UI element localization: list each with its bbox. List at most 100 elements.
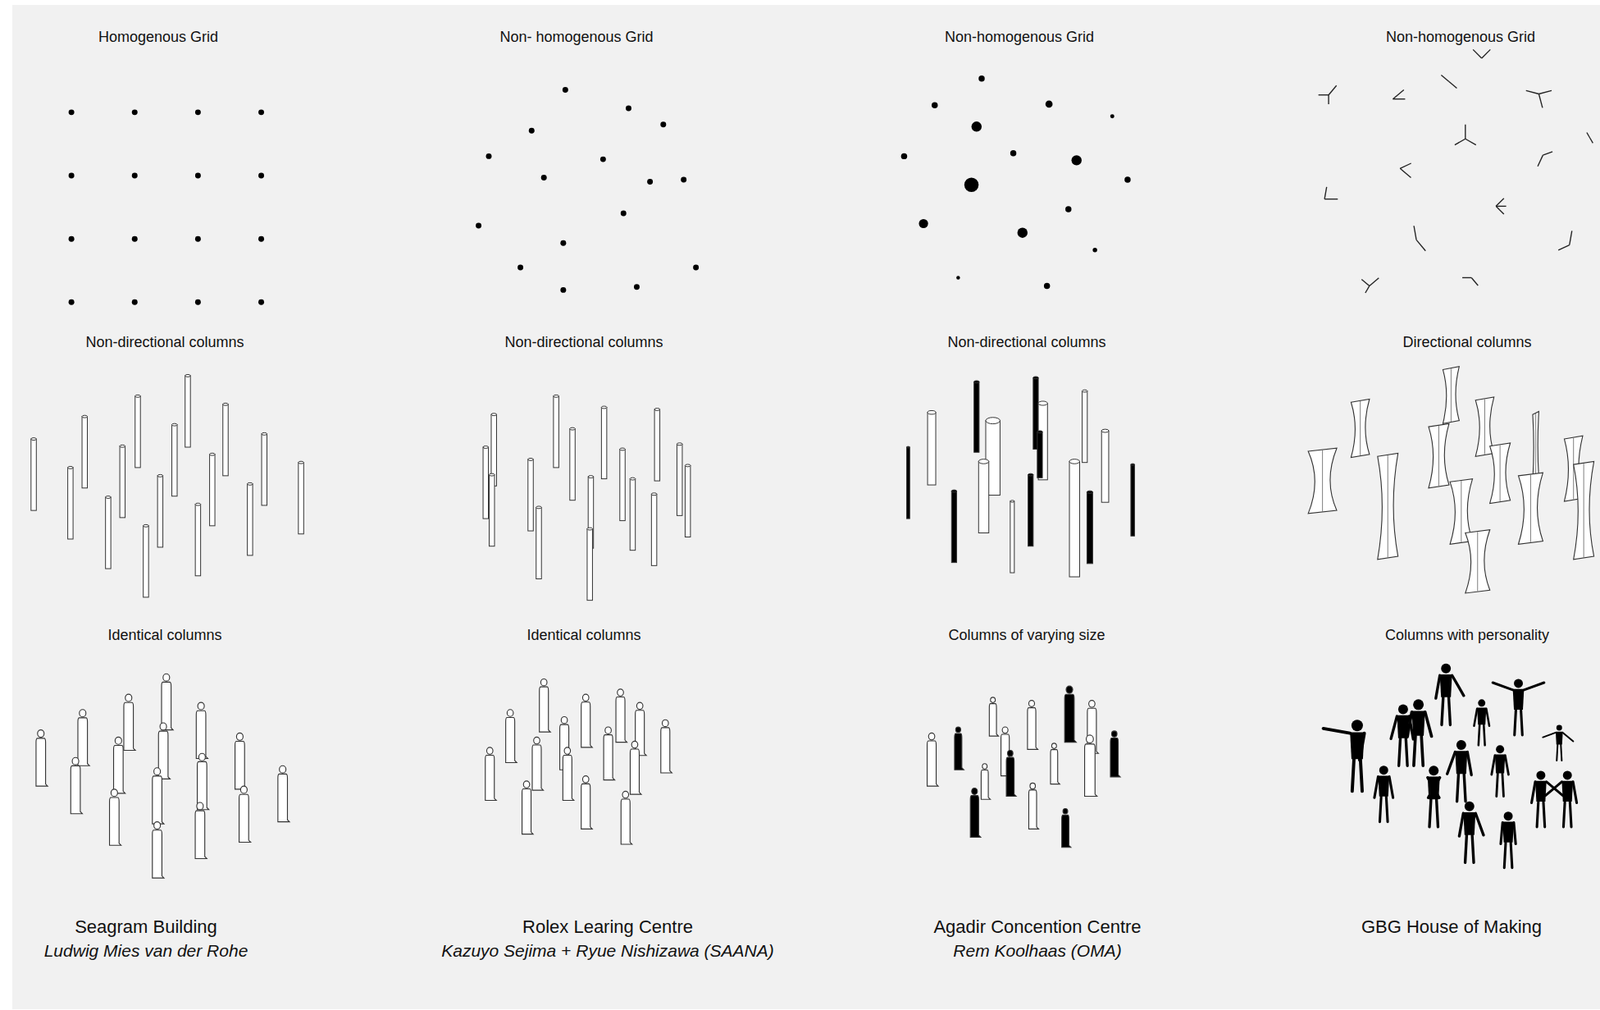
figure-body bbox=[620, 798, 632, 844]
figure-head bbox=[582, 693, 589, 701]
figure-head bbox=[1089, 700, 1096, 707]
column-top bbox=[195, 502, 201, 506]
grid-point bbox=[132, 299, 138, 306]
directional-mark bbox=[1392, 98, 1405, 100]
grid-point bbox=[680, 177, 687, 183]
column bbox=[247, 482, 253, 556]
person-limb bbox=[1536, 801, 1539, 827]
person-limb bbox=[1563, 801, 1565, 827]
column-edge bbox=[1572, 437, 1574, 500]
directional-mark bbox=[1495, 205, 1506, 207]
column-top bbox=[985, 417, 1000, 424]
grid-point bbox=[964, 177, 979, 192]
figure-head bbox=[1086, 734, 1095, 744]
person-limb bbox=[1478, 724, 1480, 745]
person-limb bbox=[1427, 777, 1440, 798]
grid-point bbox=[475, 223, 482, 229]
column bbox=[143, 524, 149, 598]
row-label: Identical columns bbox=[526, 626, 641, 644]
figure-body bbox=[239, 793, 251, 842]
column bbox=[298, 460, 304, 534]
figure-head bbox=[523, 780, 530, 788]
column-top bbox=[143, 524, 149, 527]
person-limb bbox=[1405, 738, 1408, 766]
figure-body bbox=[1050, 749, 1060, 785]
grid-point bbox=[562, 86, 569, 93]
figure-head bbox=[79, 709, 87, 717]
figure-body bbox=[485, 754, 497, 800]
figure-head bbox=[236, 732, 243, 740]
person-head bbox=[1398, 704, 1409, 715]
figure-head bbox=[198, 752, 206, 761]
column bbox=[1101, 428, 1109, 502]
figure-body bbox=[989, 703, 999, 737]
grid-point bbox=[956, 275, 960, 279]
person-silhouette bbox=[1542, 724, 1573, 761]
figure-head bbox=[486, 747, 493, 754]
column-top bbox=[31, 437, 37, 441]
figure-body bbox=[954, 733, 964, 770]
row-label: Directional columns bbox=[1402, 333, 1532, 351]
column-top bbox=[489, 473, 495, 476]
column-top bbox=[1037, 430, 1043, 434]
column-top bbox=[209, 452, 215, 456]
figure-body bbox=[36, 738, 48, 786]
figure-head bbox=[955, 726, 961, 733]
figure-body bbox=[539, 686, 551, 732]
column-top bbox=[68, 465, 73, 469]
column bbox=[587, 527, 593, 601]
figure-head bbox=[564, 747, 571, 754]
column-shaft bbox=[82, 416, 87, 488]
figure-body bbox=[1062, 814, 1072, 848]
column-top bbox=[927, 410, 936, 414]
person-limb bbox=[1556, 743, 1558, 761]
figure-head bbox=[1030, 782, 1036, 789]
figure-body bbox=[77, 717, 90, 766]
person-silhouette bbox=[1473, 698, 1490, 745]
grid-point bbox=[901, 153, 908, 160]
column-shaft bbox=[143, 525, 149, 598]
figure-head bbox=[605, 726, 612, 734]
person-head bbox=[1504, 811, 1514, 821]
column-shaft bbox=[195, 504, 201, 576]
column-top bbox=[1101, 428, 1109, 433]
directional-column bbox=[1532, 410, 1539, 481]
grid-point bbox=[195, 173, 201, 179]
directional-mark bbox=[1464, 124, 1466, 139]
person-limb bbox=[1543, 801, 1546, 827]
figure-head bbox=[560, 715, 568, 723]
person-head bbox=[1464, 801, 1475, 812]
column-top bbox=[651, 492, 657, 496]
person-limb bbox=[1523, 682, 1544, 690]
person-limb bbox=[1542, 732, 1556, 738]
directional-mark bbox=[1449, 82, 1458, 89]
figure-head bbox=[631, 740, 639, 748]
person-silhouette bbox=[1447, 739, 1473, 802]
column-shaft bbox=[676, 443, 682, 516]
column bbox=[209, 452, 215, 526]
person-limb bbox=[1436, 798, 1439, 827]
person-limb bbox=[1475, 812, 1484, 835]
column-shaft bbox=[684, 464, 690, 537]
column bbox=[82, 414, 87, 488]
figure-body bbox=[505, 716, 517, 762]
directional-mark bbox=[1399, 168, 1411, 178]
directional-mark bbox=[1481, 49, 1491, 59]
figure-head bbox=[617, 688, 625, 696]
column bbox=[569, 427, 575, 501]
person-limb bbox=[1359, 733, 1365, 761]
figure-head bbox=[982, 763, 988, 769]
column-shaft bbox=[1037, 431, 1043, 478]
directional-mark bbox=[1472, 49, 1482, 59]
grid-point bbox=[68, 236, 75, 242]
column-top bbox=[172, 423, 178, 426]
column bbox=[927, 410, 936, 485]
grid-point bbox=[625, 104, 632, 111]
figure-body bbox=[1028, 789, 1039, 829]
person-limb bbox=[1323, 728, 1351, 734]
directional-column bbox=[1518, 472, 1544, 544]
column-top bbox=[1010, 500, 1015, 502]
figure-body bbox=[581, 701, 593, 748]
figure-body bbox=[615, 697, 627, 743]
column-shaft bbox=[68, 467, 73, 539]
